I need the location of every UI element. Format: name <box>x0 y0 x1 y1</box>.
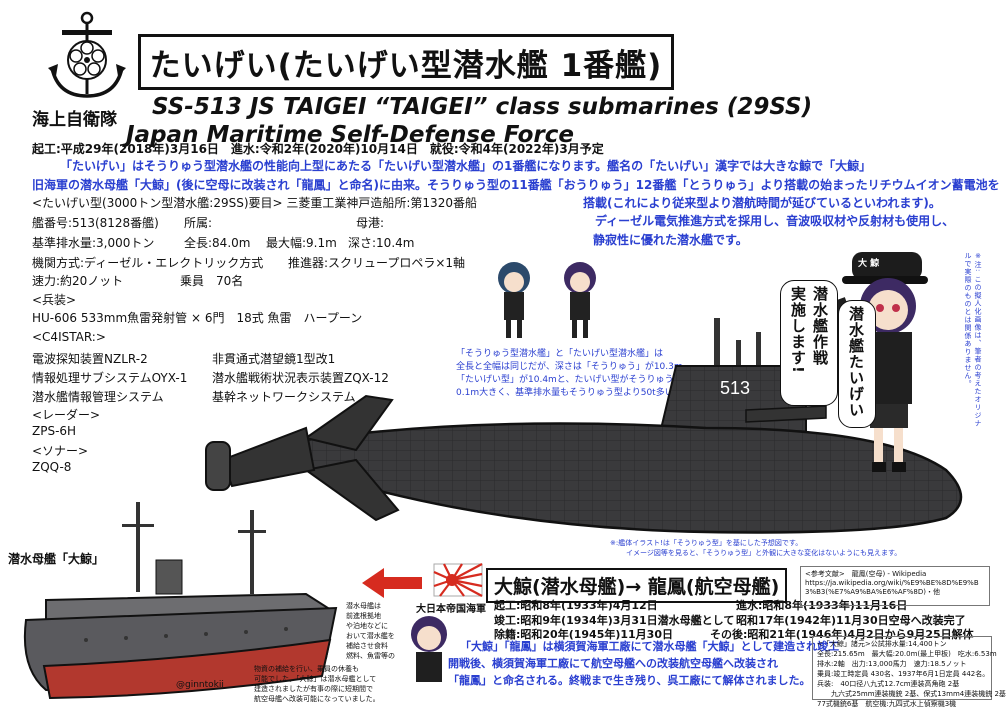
left-arrow-icon <box>362 568 422 598</box>
armament-header: <兵装> <box>32 293 77 307</box>
armament: HU-606 533mm魚雷発射管 × 6門 18式 魚雷 ハープーン <box>32 311 363 325</box>
beam: 最大幅:9.1m <box>266 236 337 250</box>
rising-sun-flag-icon <box>433 563 483 597</box>
c4istar-item: 潜水艦情報管理システム <box>32 390 164 404</box>
spec2-line: 排水:2軸 出力:13,000馬力 速力:18.5ノット <box>817 660 967 668</box>
carrier-conversion: 昭和17年(1942年)11月30日空母へ改装完了 <box>736 614 966 627</box>
hull-number-painted: 513 <box>720 378 750 398</box>
small-character-illustration <box>411 616 447 682</box>
tender-note-wrap-2: 物資の補給を行い、乗員の休養も 可能でした。「大鯨」は潜水母艦として 建造されま… <box>254 664 380 704</box>
tender-label: 潜水母艦「大鯨」 <box>8 552 105 566</box>
tender-ship-illustration <box>23 502 338 700</box>
c4istar-item: 電波探知装置NZLR-2 <box>32 352 148 366</box>
tender-note-line: 燃料、魚雷等の <box>346 652 395 660</box>
history-line-3: 「龍鳳」と命名される。終戦まで生き残り、呉工廠にて解体されました。 <box>448 674 811 687</box>
speech-bubble <box>780 280 838 406</box>
tender-note-line: 建造されましたが有事の際に短期間で <box>254 685 373 693</box>
spec2-line: 兵装: 40口径八九式12.7cm連装高角砲 2基 <box>817 680 960 688</box>
radar-header: <レーダー> <box>32 408 101 422</box>
submarine-illustration: 513 <box>205 318 963 534</box>
tender-note-line: 補給させ食料 <box>346 642 388 650</box>
c4istar-item: 非貫通式潜望鏡1型改1 <box>212 352 336 366</box>
tender-note-line: 航空母艦へ改装可能になっていました。 <box>254 695 380 703</box>
taigei-start: 起工:昭和8年(1933年)4月12日 <box>494 599 658 612</box>
tender-note-line: 前進根拠地 <box>346 612 381 620</box>
radar: ZPS-6H <box>32 424 77 438</box>
hull-number: 艦番号:513(8128番艦) <box>32 216 159 230</box>
speech-line-2: 実施します! <box>789 286 807 374</box>
spec2-line: 77式機銃6基 航空機:九四式水上偵察機3機 <box>817 700 957 708</box>
c4istar-item: 情報処理サブシステムOYX-1 <box>32 371 188 385</box>
tender-note-line: 潜水母艦は <box>346 602 381 610</box>
cap-text: 大 鯨 <box>858 259 880 269</box>
description-line-3: 搭載(これにより従来型より潜航時間が延びているといわれます)。 <box>583 196 941 210</box>
jmsdf-anchor-emblem-icon <box>48 11 126 98</box>
description-line-5: 静寂性に優れた潜水艦です。 <box>593 233 748 247</box>
empire-label: 大日本帝国海軍 <box>416 604 486 615</box>
c4istar-item: 潜水艦戦術状況表示装置ZQX-12 <box>212 371 389 385</box>
tender-note-line: 可能でした。「大鯨」は潜水母艦として <box>254 675 377 683</box>
after-fate: その後:昭和21年(1946年)4月2日から9月25日解体 <box>710 628 974 641</box>
taigei-removed: 除籍:昭和20年(1945年)11月30日 <box>494 628 673 641</box>
c4istar-header: <C4ISTAR:> <box>32 330 106 344</box>
note-line: 0.1m大きく、基準排水量もそうりゅう型より50t多い3000tです。 <box>456 388 727 398</box>
speech-line-3: 潜水艦たいげい <box>847 306 865 418</box>
c4istar-item: 基幹ネットワークシステム <box>212 390 356 404</box>
illustration-note-1: ※:艦体イラスト!は「そうりゅう型」を基にした予想図です。 <box>610 539 803 547</box>
description-line-1: 「たいげい」はそうりゅう型潜水艦の性能向上型にあたる「たいげい型潜水艦」の1番艦… <box>60 159 872 173</box>
english-title: SS-513 JS TAIGEI “TAIGEI” class submarin… <box>152 94 813 120</box>
signature: @ginntokii <box>176 680 224 690</box>
affiliation: 所属: <box>184 216 213 230</box>
sonar: ZQQ-8 <box>32 460 72 474</box>
lower-section-title: 大鯨(潜水母艦)→ 龍鳳(航空母艦) <box>486 568 788 603</box>
note-line: 全長と全幅は同じだが、深さは「そうりゅう」が10.3m <box>456 362 683 372</box>
dates-line: 起工:平成29年(2018年)3月16日 進水:令和2年(2020年)10月14… <box>32 142 604 156</box>
speed: 速力:約20ノット <box>32 274 124 288</box>
side-note-wrap: ※注: この擬人化画像は、筆者の考えたオリジナルで実際のものとは関係ありません。 <box>963 252 993 432</box>
submarine-comparison-note: 「そうりゅう型潜水艦」と「たいげい型潜水艦」は 全長と全幅は同じだが、深さは「そ… <box>456 346 726 398</box>
history-line-2: 開戦後、横須賀海軍工廠にて航空母艦への改装航空母艦へ改装され <box>448 657 778 670</box>
tender-note-line: おいて潜水艦を <box>346 632 395 640</box>
reference-box: <参考文献> 龍鳳(空母) - Wikipedia https://ja.wik… <box>800 566 990 606</box>
taigei-spec-box: <「大鯨」諸元>公試排水量:14,400トン 全長:215.65m 最大幅:20… <box>812 636 1006 708</box>
page-title: たいげい(たいげい型潜水艦 1番艦) <box>138 34 674 90</box>
home-port: 母港: <box>356 216 385 230</box>
note-line: 「たいげい型」が10.4mと、たいげい型がそうりゅう型より <box>456 375 701 385</box>
crew: 乗員 70名 <box>180 274 244 288</box>
tender-note-line: や泊地などに <box>346 622 388 630</box>
depth: 深さ:10.4m <box>348 236 415 250</box>
spec2-line: 乗員:竣工時定員 430名、1937年6月1日定員 442名。 <box>817 670 990 678</box>
side-note: ※注: この擬人化画像は、筆者の考えたオリジナルで実際のものとは関係ありません。 <box>964 252 982 428</box>
illustration-note-2: イメージ図等を見ると、「そうりゅう型」と外観に大きな変化はないようにも見えます。 <box>626 549 902 557</box>
spec2-header: <「大鯨」諸元>公試排水量:14,400トン <box>817 640 947 648</box>
reference-url[interactable]: https://ja.wikipedia.org/wiki/%E9%BE%8D%… <box>805 579 979 596</box>
chibi-characters-illustration <box>498 262 596 338</box>
note-line: 「そうりゅう型潜水艦」と「たいげい型潜水艦」は <box>456 349 664 359</box>
sonar-header: <ソナー> <box>32 444 89 458</box>
navy-label: 海上自衛隊 <box>32 110 117 130</box>
tender-note-wrap: 潜水母艦は 前進根拠地 や泊地などに おいて潜水艦を 補給させ食料 燃料、魚雷等… <box>346 601 420 661</box>
specs-header: <たいげい型(3000トン型潜水艦:29SS)要目> 三菱重工業神戸造船所:第1… <box>32 196 477 210</box>
propulsion: 推進器:スクリュープロペラ×1軸 <box>288 256 466 270</box>
displacement: 基準排水量:3,000トン <box>32 236 155 250</box>
engine: 機関方式:ディーゼル・エレクトリック方式 <box>32 256 264 270</box>
spec2-line: 全長:215.65m 最大幅:20.0m(最上甲板) 吃水:6.53m <box>817 650 997 658</box>
taigei-complete: 竣工:昭和9年(1934年)3月31日潜水母艦として <box>494 614 735 627</box>
speech-line-1: 潜水艦作戦 <box>811 286 829 366</box>
english-subtitle: Japan Maritime Self-Defense Force <box>126 122 574 148</box>
description-line-2: 旧海軍の潜水母艦「大鯨」(後に空母に改装され「龍鳳」と命名)に由来。そうりゅう型… <box>32 178 1000 192</box>
description-line-4: ディーゼル電気推進方式を採用し、音波吸収材や反射材も使用し、 <box>595 214 955 228</box>
reference-header: <参考文献> 龍鳳(空母) - Wikipedia <box>805 570 927 578</box>
length: 全長:84.0m <box>184 236 251 250</box>
spec2-line: 九六式25mm連装機銃 2基、保式13mm4連装機銃 2基 <box>817 690 1006 698</box>
tender-note-line: 物資の補給を行い、乗員の休養も <box>254 665 359 673</box>
speech-bubble <box>838 300 876 428</box>
history-line-1: 「大鯨」「龍鳳」は横須賀海軍工廠にて潜水母艦「大鯨」として建造され竣工 <box>460 640 840 653</box>
